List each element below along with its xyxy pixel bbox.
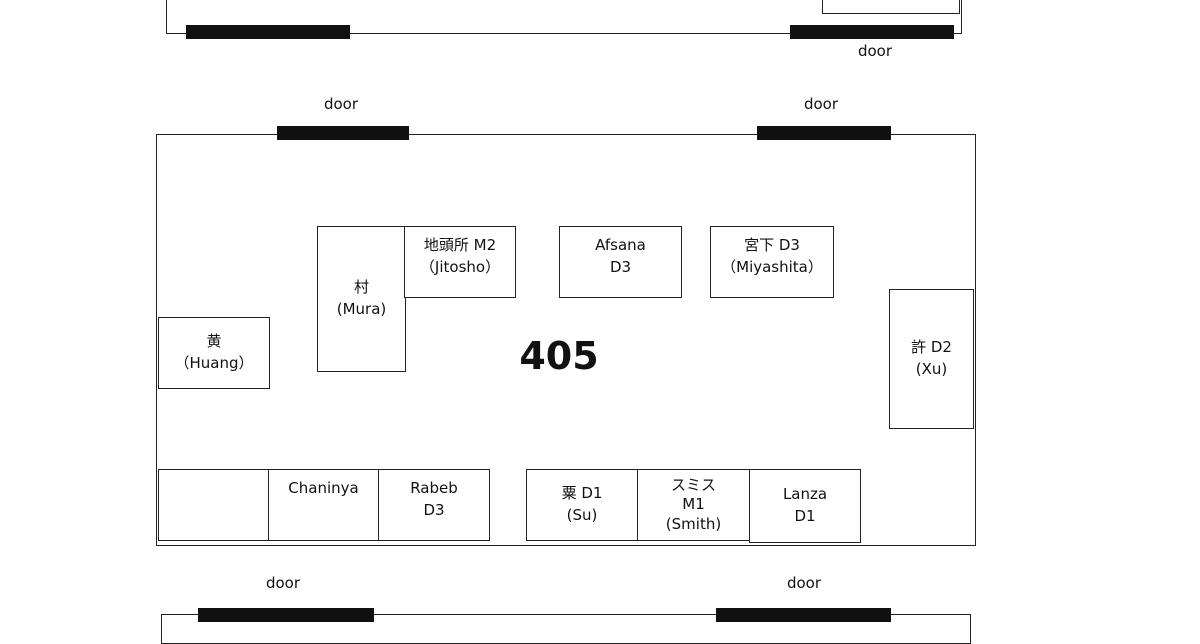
room-405-door-right-label: door xyxy=(803,95,839,113)
desk-huang: 黄 （Huang） xyxy=(158,317,270,389)
lower-room-door-left-label: door xyxy=(265,574,301,592)
desk-rabeb-degree: D3 xyxy=(423,500,445,519)
desk-mura-romaji: (Mura) xyxy=(336,300,387,318)
desk-chaninya: Chaninya xyxy=(268,469,379,541)
desk-xu-name: 許 D2 xyxy=(911,338,952,357)
desk-xu: 許 D2 (Xu) xyxy=(889,289,974,429)
desk-empty xyxy=(158,469,269,541)
desk-huang-romaji: （Huang） xyxy=(174,354,254,372)
room-405-door-left-label: door xyxy=(323,95,359,113)
desk-su-name: 粟 D1 xyxy=(561,484,603,503)
desk-jitosho-romaji: （Jitosho） xyxy=(419,257,501,276)
desk-smith-degree: M1 xyxy=(682,495,705,514)
desk-chaninya-name: Chaninya xyxy=(288,479,359,497)
lower-room-door-right-label: door xyxy=(786,574,822,592)
desk-afsana: Afsana D3 xyxy=(559,226,682,298)
desk-jitosho-name: 地頭所 M2 xyxy=(423,236,497,254)
desk-xu-romaji: (Xu) xyxy=(915,360,948,378)
desk-miyashita-romaji: （Miyashita） xyxy=(721,257,823,276)
desk-rabeb: Rabeb D3 xyxy=(378,469,490,541)
desk-miyashita-name: 宮下 D3 xyxy=(744,236,800,254)
desk-smith-name: スミス xyxy=(670,475,716,494)
lower-room-door-left xyxy=(198,608,374,622)
desk-mura-name: 村 xyxy=(353,278,369,297)
room-number: 405 xyxy=(519,334,599,378)
upper-room-inner-box xyxy=(822,0,960,14)
desk-rabeb-name: Rabeb xyxy=(410,479,458,497)
upper-room-door-right xyxy=(790,25,954,39)
desk-huang-name: 黄 xyxy=(206,332,222,351)
upper-room-door-right-label: door xyxy=(857,42,893,60)
desk-afsana-degree: D3 xyxy=(609,257,632,276)
desk-su-romaji: (Su) xyxy=(566,506,598,524)
desk-lanza-degree: D1 xyxy=(794,507,816,525)
desk-lanza: Lanza D1 xyxy=(749,469,861,543)
desk-smith-romaji: (Smith) xyxy=(665,514,722,533)
room-405-door-left xyxy=(277,126,409,140)
desk-miyashita: 宮下 D3 （Miyashita） xyxy=(710,226,834,298)
lower-room-door-right xyxy=(716,608,891,622)
desk-mura: 村 (Mura) xyxy=(317,226,406,372)
desk-afsana-name: Afsana xyxy=(595,236,646,254)
desk-su: 粟 D1 (Su) xyxy=(526,469,638,541)
upper-room-door-left xyxy=(186,25,350,39)
desk-smith: スミス M1 (Smith) xyxy=(637,469,750,541)
room-405-door-right xyxy=(757,126,891,140)
desk-lanza-name: Lanza xyxy=(782,485,828,504)
desk-jitosho: 地頭所 M2 （Jitosho） xyxy=(404,226,516,298)
